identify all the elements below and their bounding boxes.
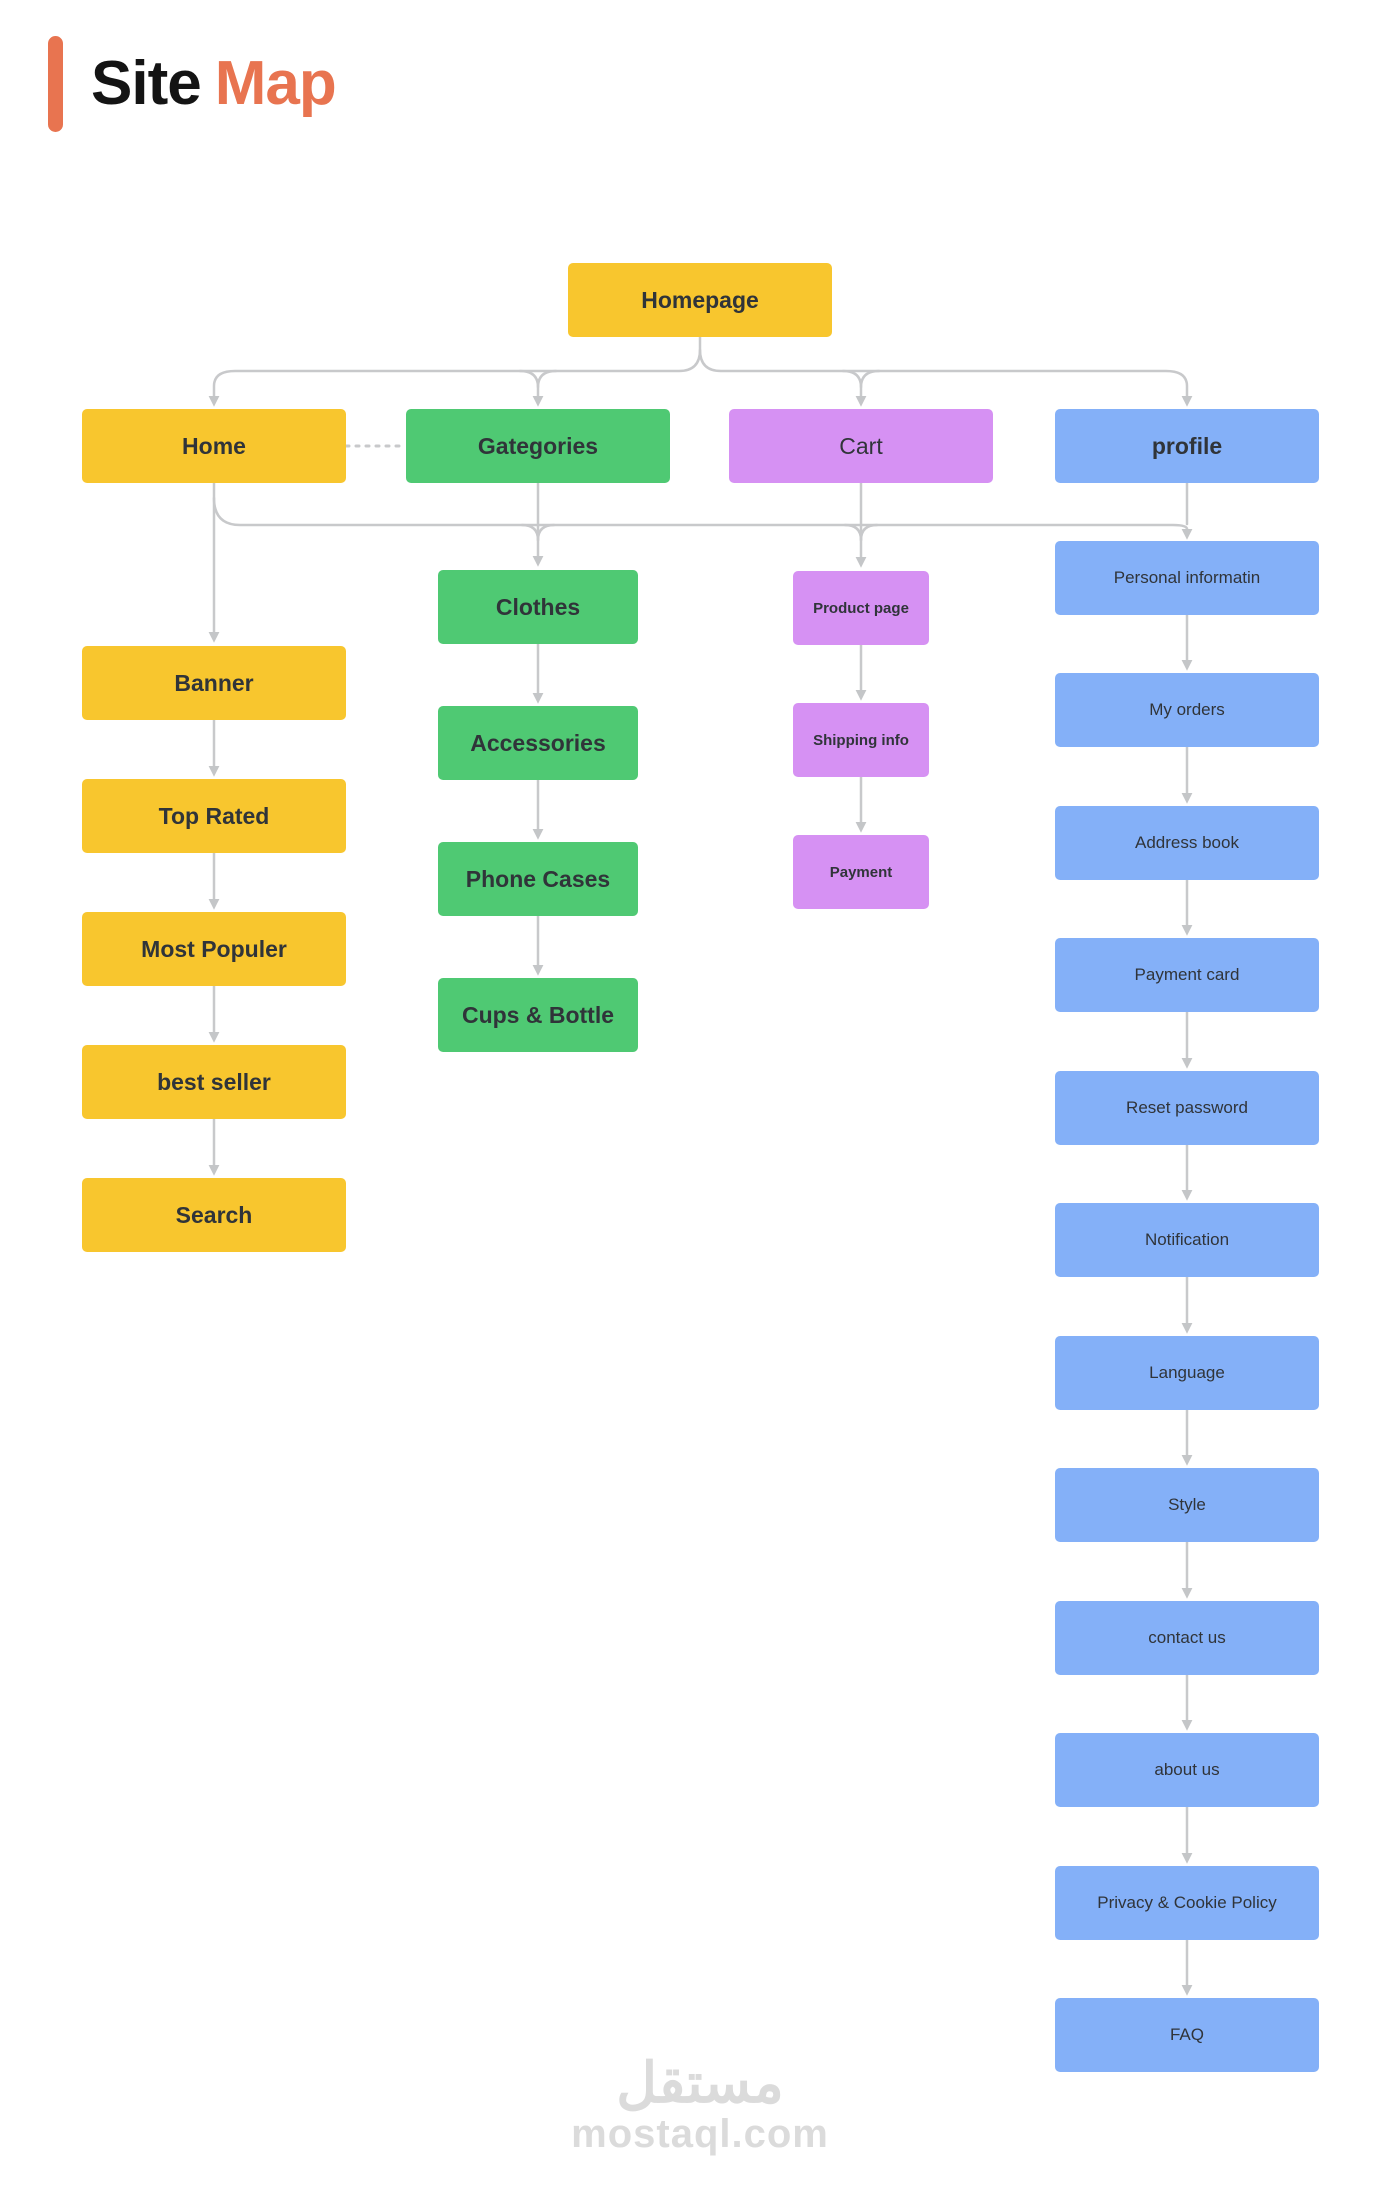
title-word-map: Map <box>214 49 337 118</box>
node-phone-cases: Phone Cases <box>438 842 638 916</box>
node-search: Search <box>82 1178 346 1252</box>
node-home: Home <box>82 409 346 483</box>
node-profile: profile <box>1055 409 1319 483</box>
node-notification: Notification <box>1055 1203 1319 1277</box>
mostaql-arabic-logo: مستقل <box>616 2051 784 2114</box>
node-about-us: about us <box>1055 1733 1319 1807</box>
node-style: Style <box>1055 1468 1319 1542</box>
node-most-populer: Most Populer <box>82 912 346 986</box>
mostaql-watermark: مستقل mostaql.com <box>0 2052 1400 2154</box>
node-address-book: Address book <box>1055 806 1319 880</box>
node-payment: Payment <box>793 835 929 909</box>
node-product-page: Product page <box>793 571 929 645</box>
node-privacy-cookie-policy: Privacy & Cookie Policy <box>1055 1866 1319 1940</box>
node-my-orders: My orders <box>1055 673 1319 747</box>
node-top-rated: Top Rated <box>82 779 346 853</box>
node-shipping-info: Shipping info <box>793 703 929 777</box>
node-homepage: Homepage <box>568 263 832 337</box>
node-accessories: Accessories <box>438 706 638 780</box>
title-word-site: Site <box>91 49 202 118</box>
node-cart: Cart <box>729 409 993 483</box>
node-banner: Banner <box>82 646 346 720</box>
node-personal-information: Personal informatin <box>1055 541 1319 615</box>
node-reset-password: Reset password <box>1055 1071 1319 1145</box>
node-cups-bottle: Cups & Bottle <box>438 978 638 1052</box>
node-gategories: Gategories <box>406 409 670 483</box>
node-faq: FAQ <box>1055 1998 1319 2072</box>
node-clothes: Clothes <box>438 570 638 644</box>
node-language: Language <box>1055 1336 1319 1410</box>
node-payment-card: Payment card <box>1055 938 1319 1012</box>
node-best-seller: best seller <box>82 1045 346 1119</box>
node-contact-us: contact us <box>1055 1601 1319 1675</box>
title-accent-bar <box>48 36 63 132</box>
mostaql-domain: mostaql.com <box>571 2111 829 2156</box>
